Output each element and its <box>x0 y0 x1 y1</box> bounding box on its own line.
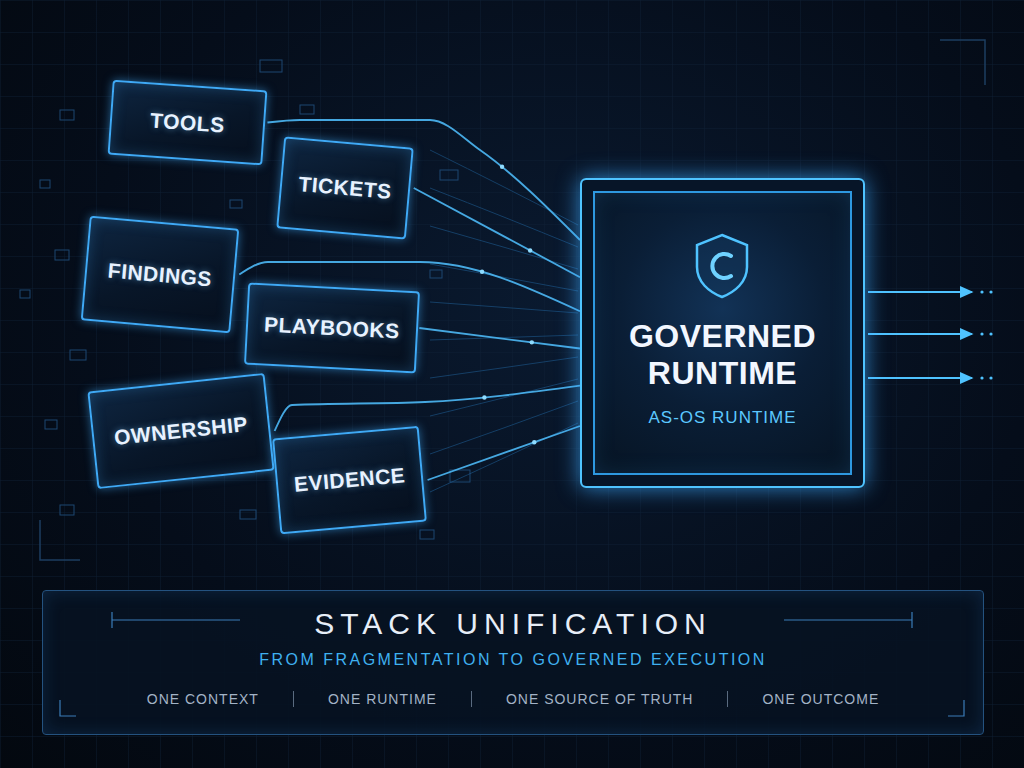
output-arrows <box>868 292 972 378</box>
flow-line <box>267 120 580 240</box>
source-card: PLAYBOOKS <box>244 283 420 374</box>
principle-item: ONE RUNTIME <box>293 691 471 707</box>
card-label: TICKETS <box>297 172 392 204</box>
runtime-box: GOVERNED RUNTIME AS-OS RUNTIME <box>580 178 865 488</box>
card-label: EVIDENCE <box>293 463 406 497</box>
flow-dot <box>480 269 484 273</box>
flow-dot <box>500 165 504 169</box>
panel-title: STACK UNIFICATION <box>314 607 712 641</box>
source-card: FINDINGS <box>81 216 240 334</box>
card-label: FINDINGS <box>107 258 213 291</box>
flow-dot <box>528 248 532 252</box>
flow-line <box>275 386 580 431</box>
card-label: PLAYBOOKS <box>263 312 400 343</box>
panel-subtitle: FROM FRAGMENTATION TO GOVERNED EXECUTION <box>259 651 767 669</box>
summary-panel: STACK UNIFICATION FROM FRAGMENTATION TO G… <box>42 590 984 735</box>
flow-line <box>419 328 580 349</box>
runtime-subtitle: AS-OS RUNTIME <box>648 408 796 428</box>
flow-dot <box>482 395 486 399</box>
flow-dot <box>532 440 536 444</box>
principle-item: ONE SOURCE OF TRUTH <box>471 691 728 707</box>
runtime-title: GOVERNED RUNTIME <box>608 318 838 392</box>
principle-row: ONE CONTEXTONE RUNTIMEONE SOURCE OF TRUT… <box>113 691 913 707</box>
principle-item: ONE OUTCOME <box>727 691 913 707</box>
source-card: TOOLS <box>108 80 268 166</box>
flow-line <box>428 426 580 480</box>
source-card: TICKETS <box>276 137 414 240</box>
source-card: OWNERSHIP <box>87 373 274 489</box>
flow-dot <box>530 340 534 344</box>
principle-item: ONE CONTEXT <box>113 691 293 707</box>
card-label: OWNERSHIP <box>113 412 249 450</box>
source-card: EVIDENCE <box>272 426 427 534</box>
card-label: TOOLS <box>150 108 226 137</box>
